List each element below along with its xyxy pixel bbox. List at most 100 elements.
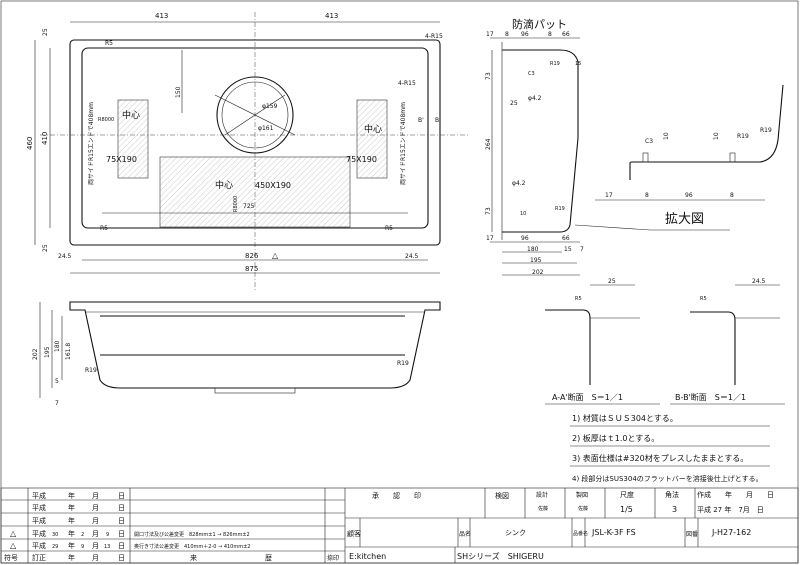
dim-label: R19 (760, 127, 772, 134)
scale-label: 尺度 (620, 490, 634, 499)
center-pad-rect (159, 156, 351, 228)
dim-label: 25 (42, 28, 49, 36)
side-note: 両サイドR15エンドで408mm (88, 102, 95, 185)
dim-label: 7 (55, 400, 59, 407)
dim-label: R5 (385, 225, 393, 232)
dim-label: 413 (155, 12, 168, 20)
dim-label: 195 (530, 257, 542, 264)
dim-label: 24.5 (752, 278, 766, 285)
product-label: 品名 (459, 530, 471, 538)
revision-mark: △ (272, 251, 279, 260)
text-label: 月 (92, 530, 99, 538)
text-label: 平成 (32, 541, 46, 550)
text-label: 年 (68, 503, 75, 512)
designer: 佐藤 (538, 505, 548, 512)
dim-label: R19 (550, 61, 560, 67)
dim-label: 202 (32, 348, 39, 360)
notes: 1) 材質はＳＵＳ304とする。 2) 板厚はｔ1.0とする。 3) 表面仕様は… (570, 413, 770, 483)
note-item: 1) 材質はＳＵＳ304とする。 (572, 413, 678, 423)
section-mark: B' (418, 117, 424, 124)
bb-section-title: B-B'断面 S＝1／1 (675, 392, 746, 402)
dim-label: R5 (105, 40, 113, 47)
drip-pad-label: 防滴パット (512, 17, 567, 31)
series-name: SHシリーズ SHIGERU (457, 551, 544, 561)
dim-label: 10 (713, 132, 720, 140)
enlarged-view-label: 拡大図 (665, 212, 704, 227)
detail-sections: 25 R5 24.5 R5 A-A'断面 S＝1／1 B-B'断面 S＝1／1 (545, 278, 785, 405)
dim-label: R8000 (98, 117, 114, 123)
dim-label: 8 (645, 192, 649, 199)
dim-label: 75X190 (106, 155, 137, 164)
top-view: 413 413 460 410 25 25 826 875 24.5 24.5 … (26, 12, 470, 290)
dim-label: 17 (605, 192, 613, 199)
dim-label: 8 (505, 31, 509, 38)
drawing-label: 図番 (686, 531, 698, 538)
dim-label: 73 (485, 72, 492, 80)
header-history: 歴 (265, 554, 272, 562)
dim-label: 195 (44, 346, 51, 358)
header-revision: 訂正 (32, 553, 46, 562)
center-label: 中心 (122, 109, 140, 121)
dim-label: R19 (555, 206, 565, 212)
text-label: 9 (81, 544, 84, 550)
header-mark: 符号 (4, 553, 18, 562)
header-year: 年 (68, 553, 75, 562)
dim-label: 66 (562, 235, 570, 242)
revision-row: 平成年月日 (32, 516, 125, 525)
dim-label: 4-R15 (398, 80, 416, 87)
text-label: 9 (106, 532, 109, 538)
dim-label: R19 (85, 367, 97, 374)
revision-row: 平成年月日 (32, 491, 125, 500)
side-view: 防滴パット 17 8 96 8 66 73 264 73 C3 R19 15 φ… (485, 17, 730, 276)
center-label: 中心 (215, 179, 233, 191)
dim-label: C3 (528, 71, 535, 77)
text-label: 13 (104, 544, 110, 550)
dim-label: 725 (243, 203, 255, 210)
text-label: △ (10, 541, 17, 550)
customer-label: 顧客 (347, 529, 361, 538)
text-label: 日 (118, 530, 125, 538)
dim-label: φ4.2 (528, 95, 542, 102)
drafter: 佐藤 (578, 505, 588, 512)
text-label: 月 (92, 504, 99, 512)
check-label: 検図 (495, 491, 509, 500)
text-label: 30 (52, 532, 58, 538)
side-note: 両サイドR15エンドで408mm (400, 102, 407, 185)
created-label: 作成 年 月 日 (697, 490, 774, 499)
text-label: 2 (81, 532, 84, 538)
dim-label: 75X190 (346, 155, 377, 164)
drawing-number: J-H27-162 (711, 528, 751, 537)
drain-inner (221, 81, 289, 149)
sink-flange-outline (69, 39, 441, 246)
dim-label: 15 (575, 61, 581, 67)
text-label: 平成 (32, 516, 46, 525)
drain-outer (216, 76, 294, 154)
dim-label: 150 (175, 86, 182, 98)
header-month: 月 (92, 554, 99, 562)
dim-label: 25 (510, 100, 518, 107)
created-date: 平成 27 年 7月 日 (697, 505, 764, 514)
text-label: 日 (118, 492, 125, 500)
aa-section-title: A-A'断面 S＝1／1 (552, 392, 623, 402)
note-item: 3) 表面仕様は#320材をプレスしたままとする。 (572, 453, 748, 463)
dim-label: 17 (486, 235, 494, 242)
text-label: 平成 (32, 491, 46, 500)
dim-label: R5 (100, 225, 108, 232)
revision-row: 平成年月日 (32, 503, 125, 512)
text-label: 月 (92, 517, 99, 525)
text-label: 月 (92, 542, 99, 550)
text-label: 年 (68, 541, 75, 550)
header-day: 日 (118, 554, 125, 562)
section-mark: B' (435, 117, 441, 124)
left-pad-rect (117, 99, 149, 179)
angle-value: 3 (672, 505, 677, 514)
text-label: 開口寸法及び公差変更 828mm±1 → 826mm±2 (134, 531, 250, 538)
dim-label: 826 (245, 252, 259, 260)
part-number: JSL-K-3F FS (591, 528, 636, 537)
text-label: 年 (68, 491, 75, 500)
right-pad-rect (356, 99, 388, 179)
enlarged-view: 17 8 96 8 10 10 C3 R19 R19 拡大図 (595, 84, 784, 227)
